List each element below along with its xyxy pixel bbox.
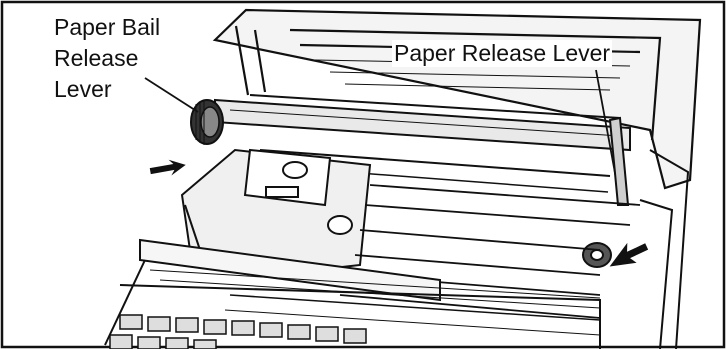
paper-bail-release-lever-label-line-3: Lever [52,76,114,103]
paper-release-lever-label: Paper Release Lever [392,40,612,67]
paper-bail-release-lever-label-line-1: Paper Bail [52,14,162,41]
knob-icon [191,100,223,145]
paper-bail-release-lever-label-line-2: Release [52,45,140,72]
